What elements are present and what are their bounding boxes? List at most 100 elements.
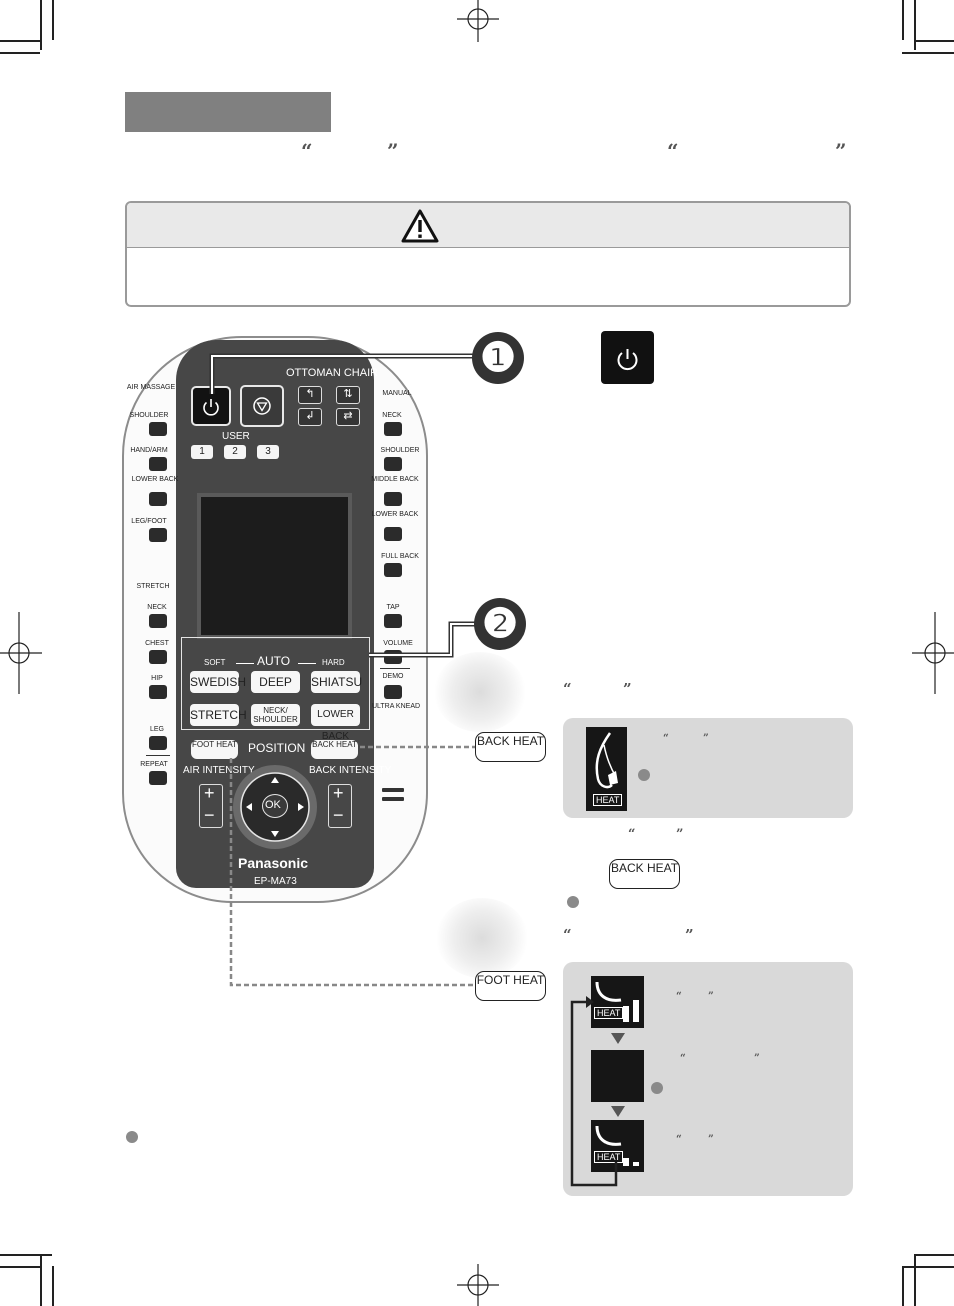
power-icon: [203, 399, 219, 416]
crop-mark: [52, 0, 54, 40]
back-intensity-rocker[interactable]: [328, 784, 352, 828]
repeat-button[interactable]: [149, 771, 167, 785]
user-3-button[interactable]: 3: [257, 445, 279, 459]
open-quote: “: [563, 926, 572, 944]
close-quote: ”: [703, 733, 709, 744]
auto-programs-frame: [181, 637, 370, 730]
label-full-back: FULL BACK: [381, 553, 419, 560]
manual-neck-button[interactable]: [384, 422, 402, 436]
foot-heat-button[interactable]: FOOT HEAT: [191, 740, 238, 759]
open-quote: “: [301, 139, 313, 163]
user-1-button[interactable]: 1: [191, 445, 213, 459]
air-lower-back-button[interactable]: [149, 492, 167, 506]
crop-mark: [902, 1266, 904, 1306]
stop-button[interactable]: [240, 385, 284, 427]
divider: [380, 668, 410, 669]
cycle-arrow: [570, 996, 618, 1187]
arrow-right-line: [298, 663, 316, 664]
crop-mark: [40, 1256, 42, 1306]
air-intensity-label: AIR INTENSITY: [183, 765, 255, 776]
label-manual-shoulder: SHOULDER: [380, 447, 420, 454]
label-tap: TAP: [386, 604, 400, 611]
air-shoulder-button[interactable]: [149, 422, 167, 436]
back-minus-icon: −: [333, 805, 344, 825]
label-hip: HIP: [151, 675, 163, 682]
warning-header: [127, 203, 849, 248]
back-heat-inline-button: BACK HEAT: [609, 859, 680, 889]
stretch-neck-button[interactable]: [149, 614, 167, 628]
manual-lower-back-button[interactable]: [384, 527, 402, 541]
stretch-leg-button[interactable]: [149, 736, 167, 750]
label-chest: CHEST: [145, 640, 169, 647]
position-label: POSITION: [248, 741, 306, 755]
tap-button[interactable]: [384, 614, 402, 628]
open-quote: “: [676, 991, 682, 1002]
arrow-down-icon: [611, 1106, 625, 1117]
label-lower-back: LOWER BACK: [131, 476, 179, 483]
air-intensity-rocker[interactable]: [199, 784, 223, 828]
chair-recline-button[interactable]: ⇅: [336, 386, 360, 404]
ottoman-down-button[interactable]: ↲: [298, 408, 322, 426]
foot-heat-callout: FOOT HEAT: [475, 971, 546, 1001]
divider: [146, 755, 170, 756]
open-quote: “: [680, 1053, 686, 1064]
label-hand-arm: HAND/ARM: [130, 447, 168, 454]
shiatsu-button[interactable]: SHIATSU: [311, 671, 362, 693]
swedish-button[interactable]: SWEDISH: [190, 671, 246, 693]
manual-full-back-button[interactable]: [384, 563, 402, 577]
close-quote: ”: [387, 139, 399, 163]
equals-icon: [382, 788, 404, 801]
stretch-program-button[interactable]: STRETCH: [190, 704, 247, 726]
label-neck: NECK: [147, 604, 167, 611]
ok-button[interactable]: [262, 794, 288, 818]
label-leg-foot: LEG/FOOT: [131, 518, 167, 525]
close-quote: ”: [685, 926, 694, 944]
air-plus-icon: +: [204, 783, 215, 803]
air-leg-foot-button[interactable]: [149, 528, 167, 542]
label-volume: VOLUME: [383, 640, 413, 647]
heat-icon: [595, 732, 618, 789]
crop-mark: [52, 1266, 54, 1306]
neck-shoulder-button[interactable]: NECK/ SHOULDER: [251, 704, 300, 726]
lower-back-program-button[interactable]: LOWER BACK: [311, 704, 360, 742]
label-manual-neck: NECK: [382, 412, 402, 419]
back-plus-icon: +: [333, 783, 344, 803]
arrow-left-line: [236, 663, 254, 664]
user-label: USER: [222, 431, 250, 442]
back-heat-button[interactable]: BACK HEAT: [311, 740, 358, 759]
bullet-dot: [567, 896, 579, 908]
close-quote: ”: [676, 827, 684, 842]
label-repeat: REPEAT: [140, 761, 168, 768]
manual-shoulder-button[interactable]: [384, 457, 402, 471]
close-quote: ”: [623, 680, 632, 698]
deep-button[interactable]: DEEP: [251, 671, 300, 693]
crop-mark: [0, 1254, 52, 1256]
label-air-massage: AIR MASSAGE: [126, 384, 176, 391]
label-manual-lower-back: LOWER BACK: [371, 511, 419, 518]
user-2-button[interactable]: 2: [224, 445, 246, 459]
crop-mark: [902, 52, 954, 54]
demo-button[interactable]: [384, 685, 402, 699]
section-header-bar: [125, 92, 331, 132]
air-hand-arm-button[interactable]: [149, 457, 167, 471]
stretch-chest-button[interactable]: [149, 650, 167, 664]
air-minus-icon: −: [204, 805, 215, 825]
remote-display: [197, 493, 352, 639]
foot-heat-off-icon: [591, 1050, 644, 1102]
back-intensity-label: BACK INTENSITY: [309, 765, 392, 776]
connector-line-2: [369, 621, 480, 658]
heat-tag: HEAT: [594, 1007, 624, 1019]
warning-icon: [401, 209, 439, 243]
ottoman-up-button[interactable]: ↰: [298, 386, 322, 404]
chair-raise-button[interactable]: ⇄: [336, 408, 360, 426]
blurred-mark: [436, 898, 528, 978]
crop-mark: [914, 1254, 954, 1256]
heat-tag: HEAT: [594, 1151, 624, 1163]
manual-middle-back-button[interactable]: [384, 492, 402, 506]
label-manual: MANUAL: [382, 390, 412, 397]
close-quote: ”: [754, 1053, 760, 1064]
registration-mark: [912, 612, 954, 694]
crop-mark: [902, 0, 904, 40]
stretch-hip-button[interactable]: [149, 685, 167, 699]
dashed-connectors: [229, 745, 475, 987]
